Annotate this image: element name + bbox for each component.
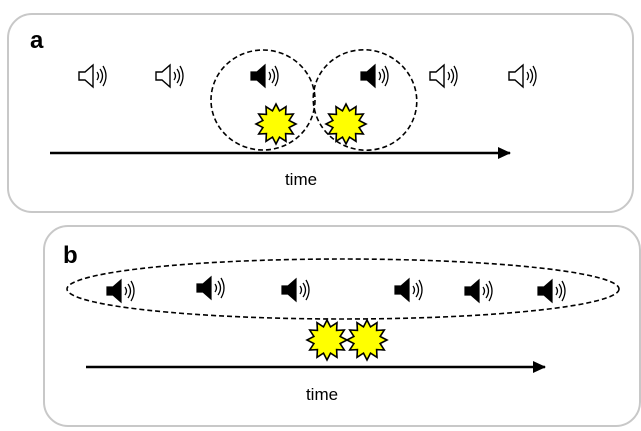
speaker-icon bbox=[155, 63, 184, 89]
time-axis-label: time bbox=[306, 385, 338, 404]
panel-a-letter: a bbox=[30, 27, 44, 54]
speaker-icon bbox=[106, 278, 135, 304]
speaker-row bbox=[106, 275, 566, 304]
speaker-icon bbox=[508, 63, 537, 89]
burst-row bbox=[305, 318, 389, 362]
speaker-icon bbox=[429, 63, 458, 89]
burst-row bbox=[254, 102, 368, 146]
panel-b: b time bbox=[43, 225, 641, 427]
panel-b-letter: b bbox=[63, 242, 78, 269]
speaker-icon bbox=[464, 278, 493, 304]
starburst-icon bbox=[324, 102, 368, 146]
starburst-icon bbox=[345, 318, 389, 362]
group-ellipse bbox=[210, 49, 316, 151]
starburst-icon bbox=[305, 318, 349, 362]
speaker-icon bbox=[537, 278, 566, 304]
time-axis-label: time bbox=[285, 170, 317, 189]
speaker-icon bbox=[360, 63, 389, 89]
panel-a-frame bbox=[7, 13, 634, 213]
group-ellipse bbox=[66, 258, 620, 320]
speaker-icon bbox=[196, 275, 225, 301]
speaker-icon bbox=[394, 277, 423, 303]
panel-a: a time bbox=[7, 13, 634, 213]
speaker-icon bbox=[281, 277, 310, 303]
speaker-icon bbox=[78, 63, 107, 89]
speaker-row bbox=[78, 63, 537, 89]
starburst-icon bbox=[254, 102, 298, 146]
speaker-icon bbox=[250, 63, 279, 89]
group-ellipse bbox=[312, 48, 418, 152]
panel-b-frame bbox=[43, 225, 641, 427]
